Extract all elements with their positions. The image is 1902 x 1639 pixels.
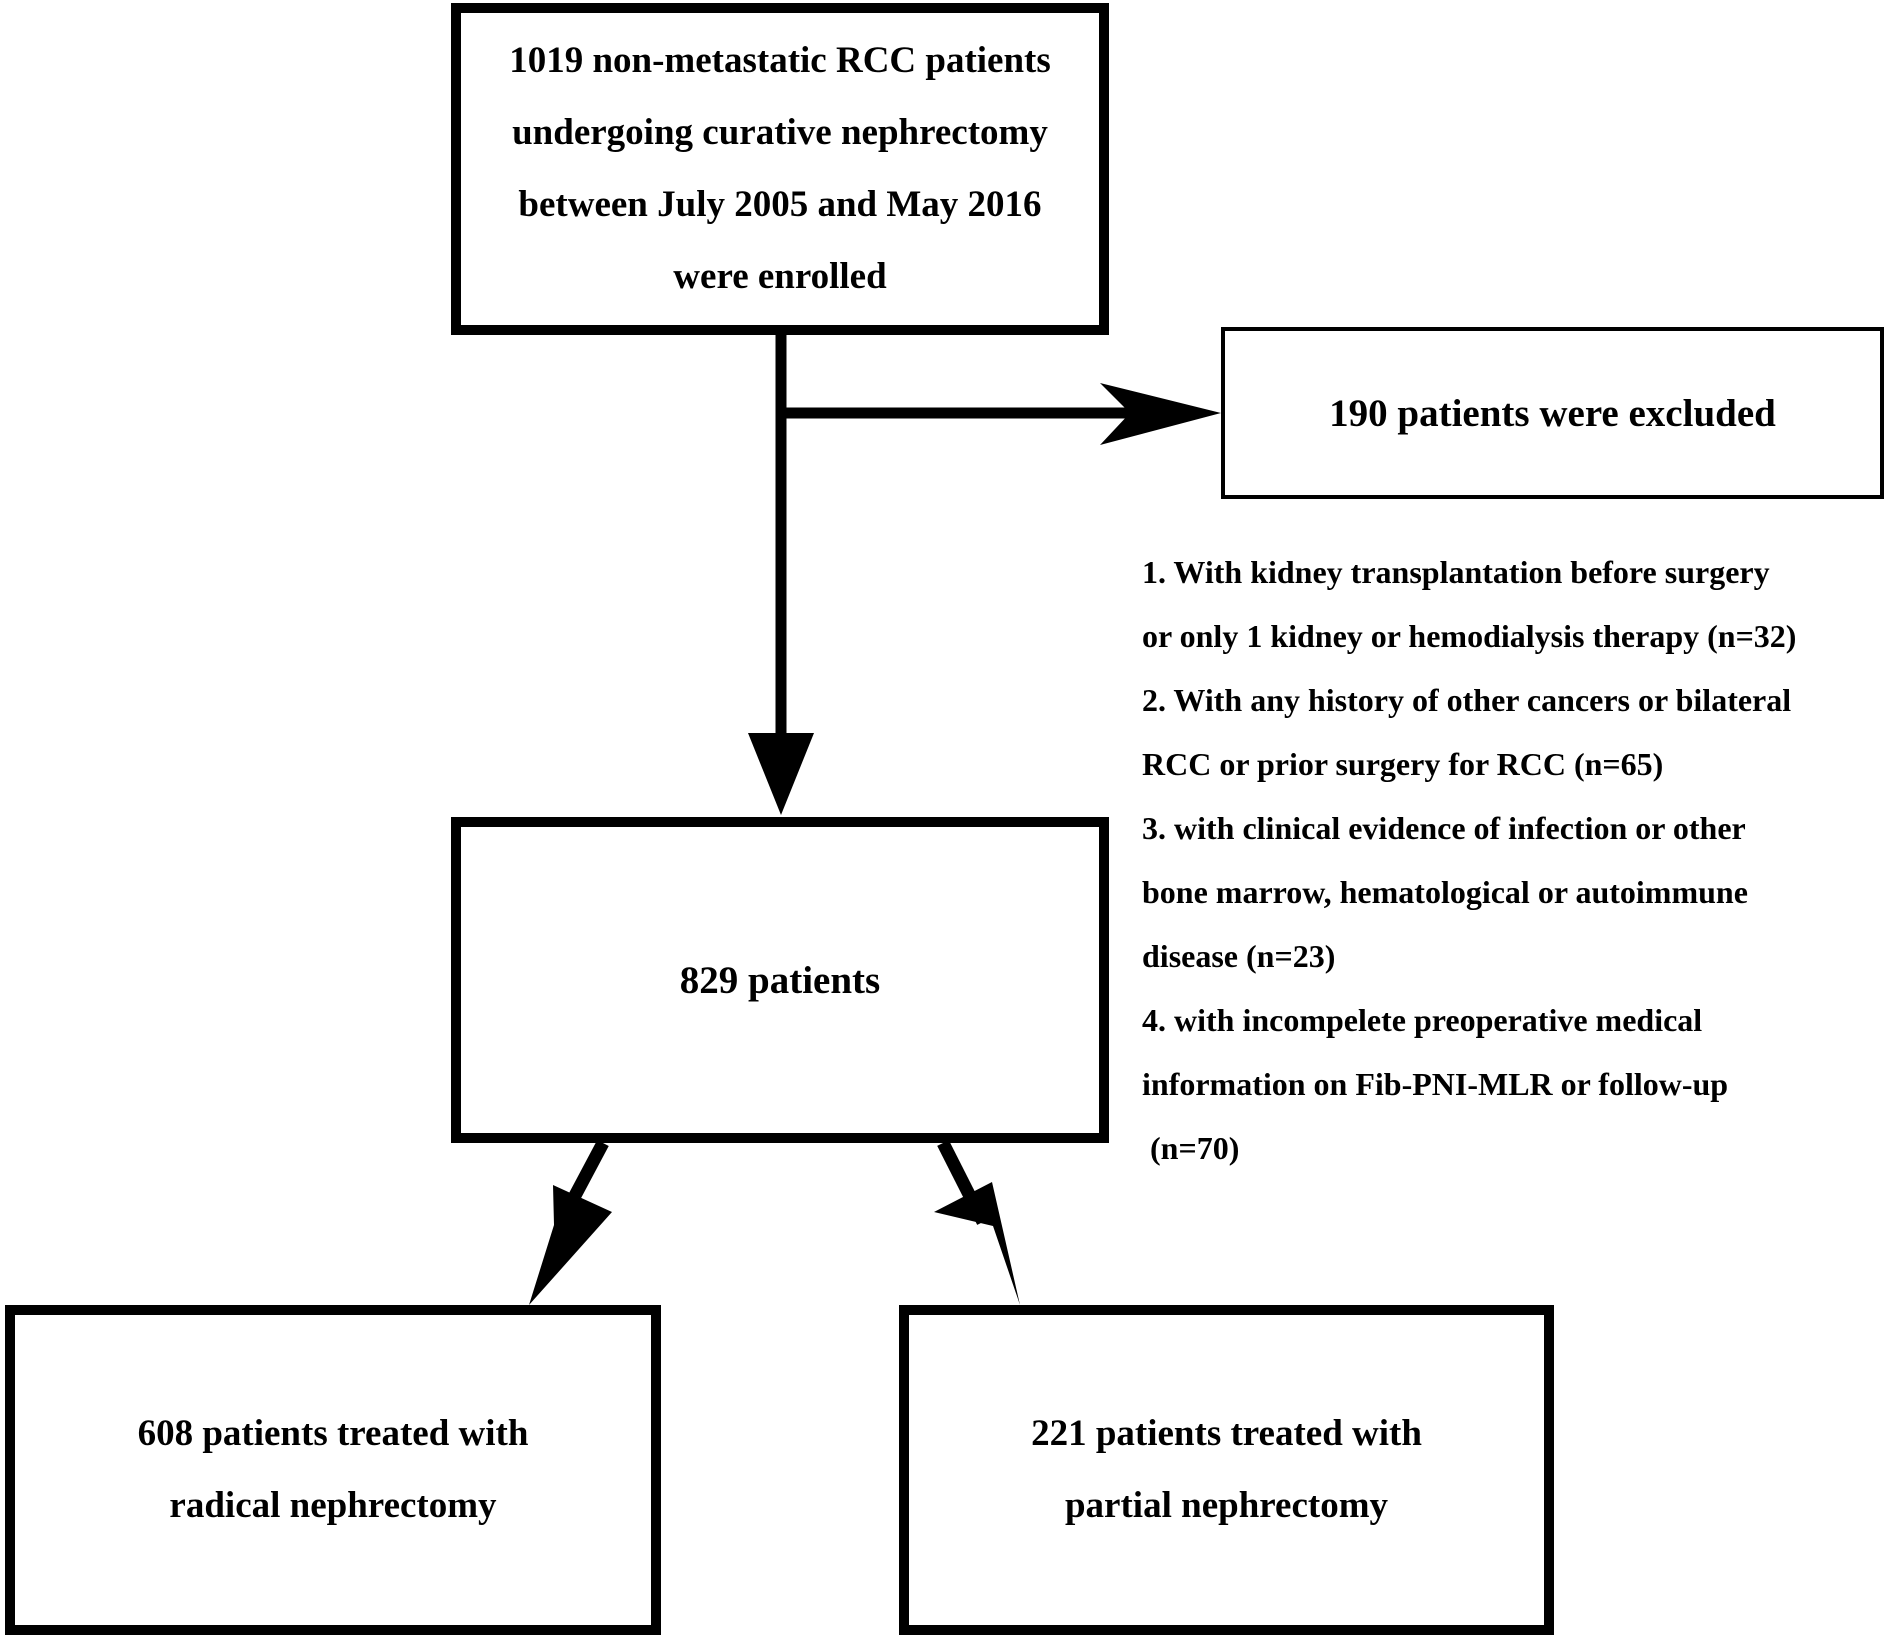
partial-nephrectomy-text: 221 patients treated with partial nephre… [1031,1398,1422,1542]
radical-line-1: 608 patients treated with [137,1413,529,1454]
enrolled-line-2: undergoing curative nephrectomy [512,112,1048,153]
exclusion-criteria-line: 2. With any history of other cancers or … [1142,682,1792,718]
radical-nephrectomy-text: 608 patients treated with radical nephre… [138,1398,529,1542]
exclusion-criteria-line: 4. with incompelete preoperative medical [1142,1002,1703,1038]
enrolled-line-4: were enrolled [673,256,887,297]
exclusion-criteria-line: bone marrow, hematological or autoimmune [1142,874,1748,910]
enrolled-patients-text: 1019 non-metastatic RCC patients undergo… [509,25,1051,313]
exclusion-criteria-line: 1. With kidney transplantation before su… [1142,554,1770,590]
partial-line-2: partial nephrectomy [1064,1485,1389,1526]
exclusion-criteria-line: (n=70) [1142,1130,1240,1166]
enrolled-line-1: 1019 non-metastatic RCC patients [509,40,1051,81]
exclusion-criteria-line: disease (n=23) [1142,938,1336,974]
enrolled-line-3: between July 2005 and May 2016 [518,184,1042,225]
excluded-patients-label: 190 patients were excluded [1329,391,1776,435]
radical-line-2: radical nephrectomy [169,1485,497,1526]
exclusion-criteria-list: 1. With kidney transplantation before su… [1142,540,1902,1180]
down-arrowhead [748,733,814,815]
radical-nephrectomy-box: 608 patients treated with radical nephre… [5,1305,661,1635]
exclusion-criteria-line: or only 1 kidney or hemodialysis therapy… [1142,618,1797,654]
included-patients-label: 829 patients [679,958,881,1002]
partial-nephrectomy-box: 221 patients treated with partial nephre… [899,1305,1554,1635]
included-patients-box: 829 patients [451,817,1109,1143]
excluded-patients-box: 190 patients were excluded [1221,327,1884,499]
right-branch-arrowhead [934,1182,1020,1305]
left-branch-arrowhead [529,1185,612,1305]
exclusion-arrowhead [1100,383,1221,445]
exclusion-criteria-line: information on Fib-PNI-MLR or follow-up [1142,1066,1729,1102]
exclusion-criteria-line: RCC or prior surgery for RCC (n=65) [1142,746,1664,782]
partial-line-1: 221 patients treated with [1031,1413,1422,1454]
exclusion-criteria-line: 3. with clinical evidence of infection o… [1142,810,1746,846]
enrolled-patients-box: 1019 non-metastatic RCC patients undergo… [451,3,1109,335]
